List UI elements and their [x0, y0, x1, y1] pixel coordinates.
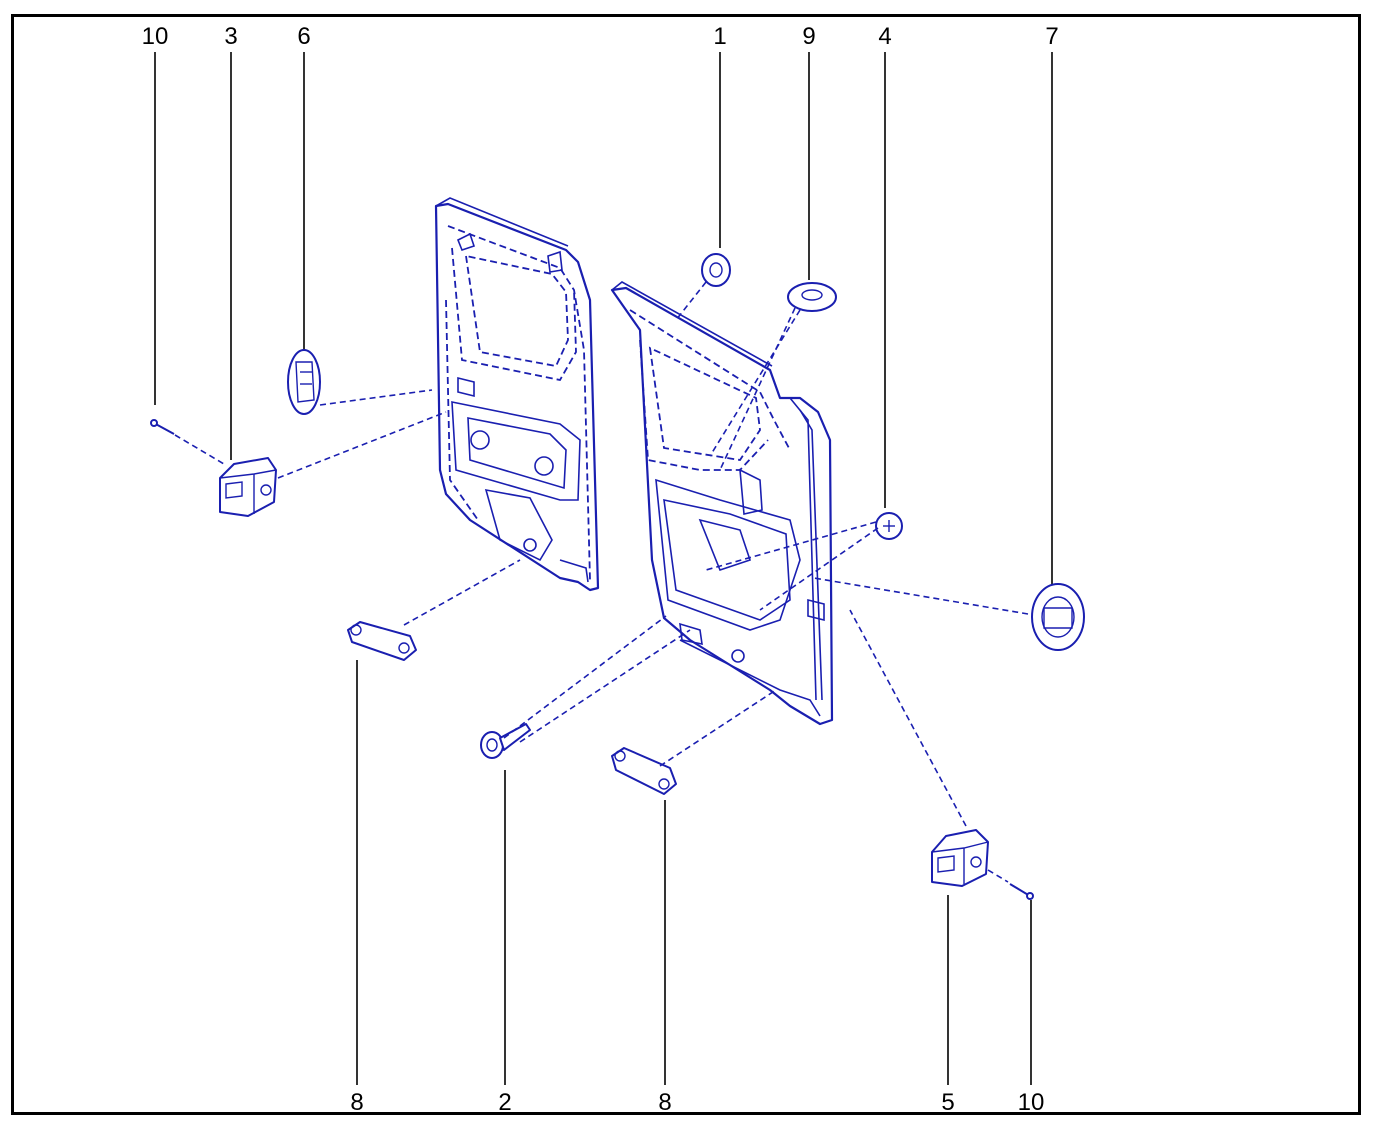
callout-4: 4: [878, 23, 891, 50]
handle-bezel-part-6: [287, 349, 321, 415]
callout-3: 3: [224, 23, 237, 50]
callout-5: 5: [941, 1089, 954, 1116]
callout-10-top: 10: [142, 23, 169, 50]
callout-9: 9: [802, 23, 815, 50]
callout-2: 2: [498, 1089, 511, 1116]
right-door-panel: [610, 281, 834, 726]
lock-block-part-5: [931, 829, 989, 887]
hinge-plate-part-8-left: [347, 621, 417, 661]
callout-10-bottom: 10: [1018, 1089, 1045, 1116]
diagram-frame: [11, 14, 1361, 1115]
leader-lines: [154, 52, 1053, 1085]
callout-labels: 10 3 6 1 9 4 7 8 2 8 5 10: [142, 23, 1059, 1116]
plug-part-4: [875, 512, 903, 540]
assembly-lines: [174, 281, 1029, 883]
callout-8-left: 8: [350, 1089, 363, 1116]
bolt-part-2: [480, 723, 531, 759]
handle-bezel-part-7: [1031, 583, 1085, 651]
grommet-part-9: [787, 282, 837, 312]
screw-part-10-top: [150, 419, 175, 435]
callout-6: 6: [297, 23, 310, 50]
left-door-panel: [434, 197, 600, 592]
screw-part-10-bottom: [1009, 883, 1034, 900]
callout-7: 7: [1045, 23, 1058, 50]
callout-8-right: 8: [658, 1089, 671, 1116]
lock-block-part-3: [219, 457, 277, 517]
callout-1: 1: [713, 23, 726, 50]
plug-part-1: [701, 253, 731, 287]
hinge-plate-part-8-right: [611, 747, 677, 795]
